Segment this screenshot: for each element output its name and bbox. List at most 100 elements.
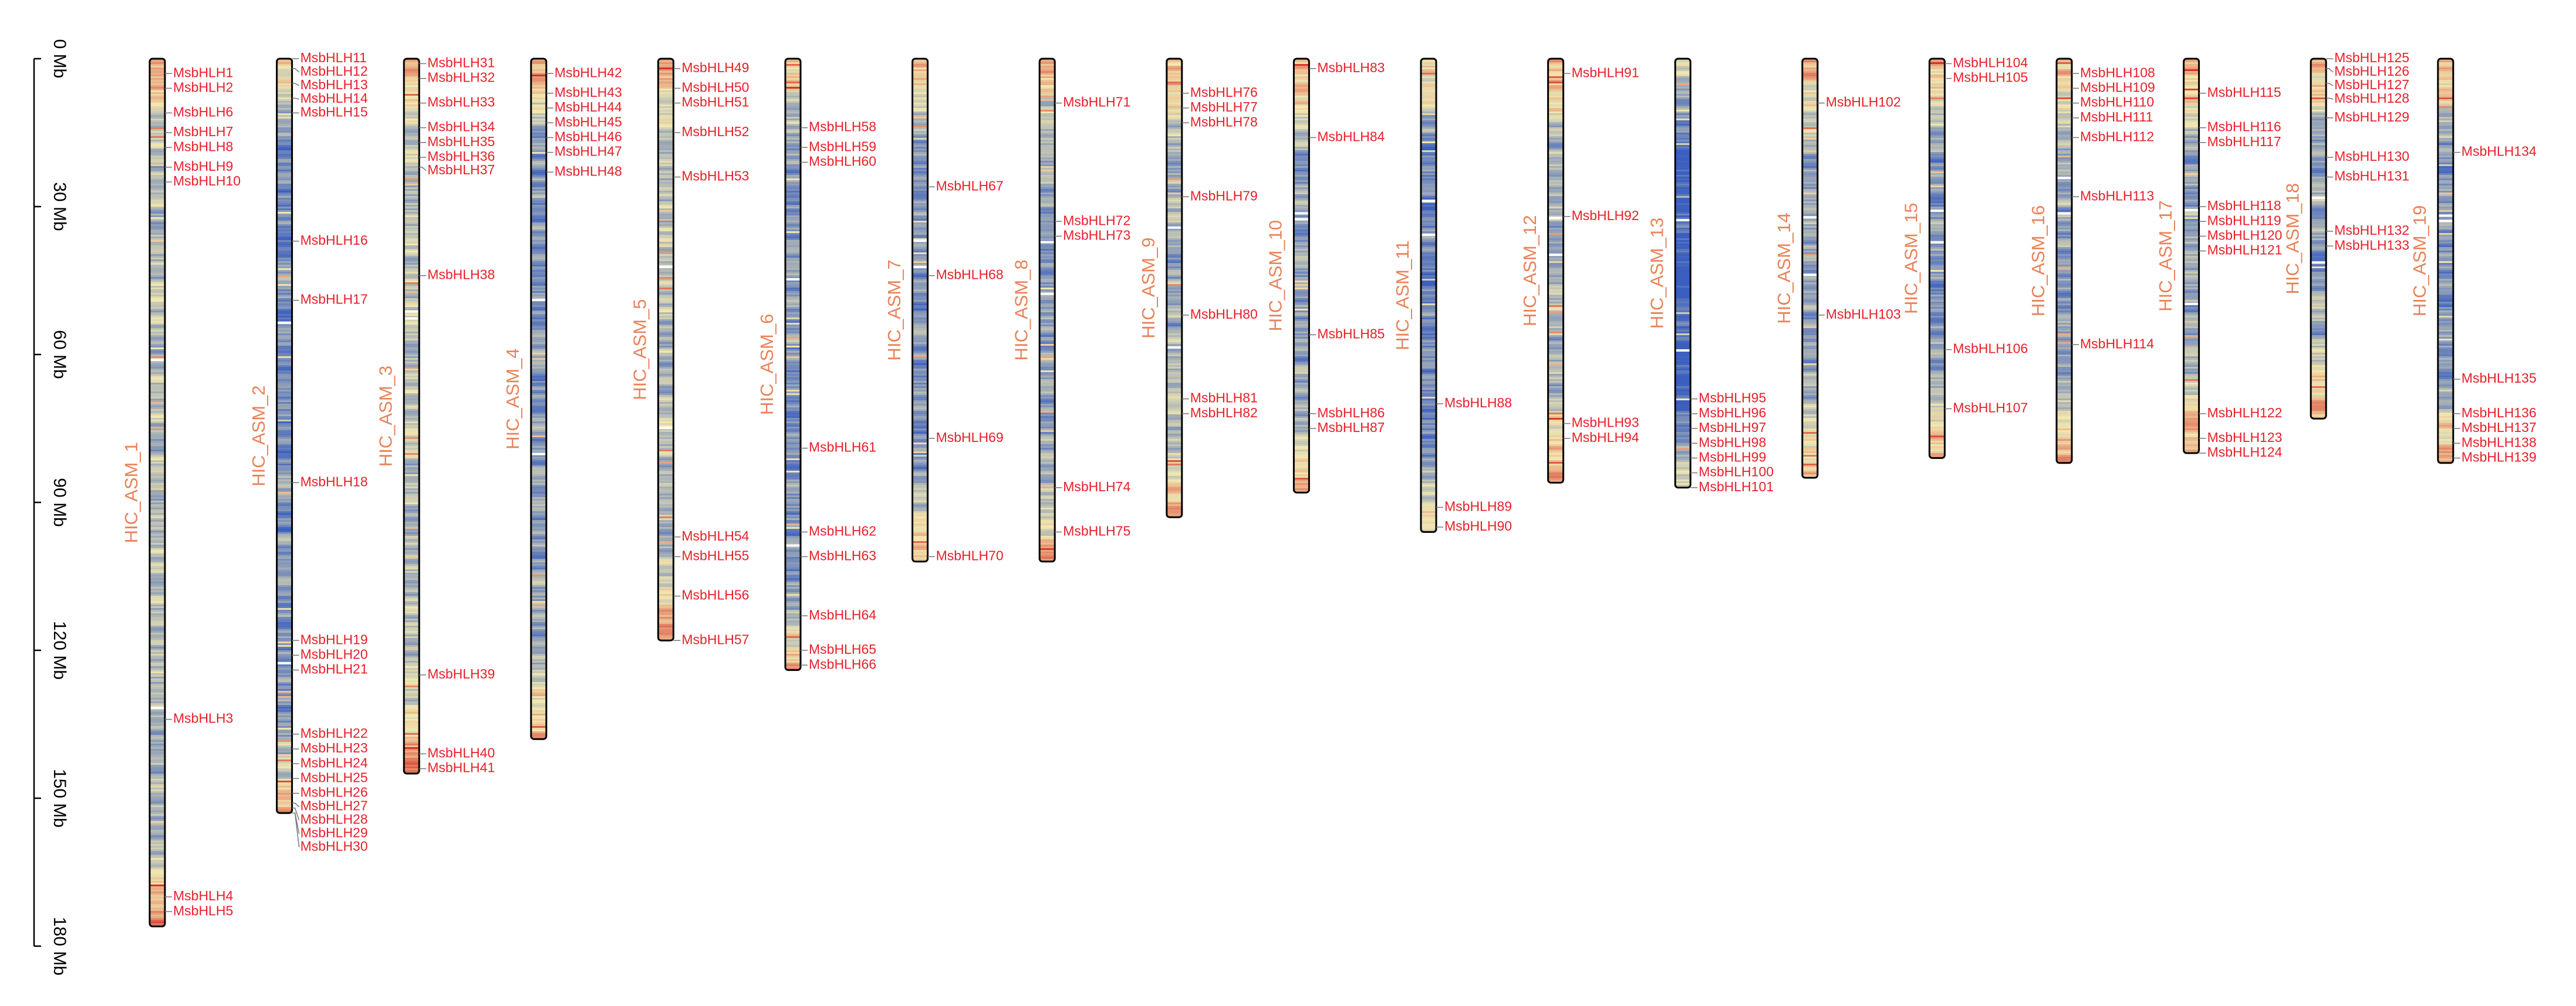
chromosome-label: HIC_ASM_10: [1265, 220, 1286, 332]
gene-label: MsbHLH89: [1444, 498, 1512, 514]
density-gap: [1548, 254, 1564, 256]
density-gap: [1675, 349, 1690, 352]
gene-label: MsbHLH21: [301, 661, 368, 677]
chromosome-group: HIC_ASM_1MsbHLH1MsbHLH2MsbHLH6MsbHLH7Msb…: [121, 50, 2537, 926]
gene-label: MsbHLH31: [427, 55, 495, 70]
density-gap: [785, 278, 801, 281]
gene-label: MsbHLH78: [1190, 114, 1258, 129]
gene-label: MsbHLH39: [427, 666, 495, 681]
gene-label: MsbHLH43: [555, 85, 622, 100]
gene-label: MsbHLH16: [301, 232, 368, 248]
chromosome-13: HIC_ASM_13MsbHLH95MsbHLH96MsbHLH97MsbHLH…: [1646, 59, 1774, 494]
chromosome-1: HIC_ASM_1MsbHLH1MsbHLH2MsbHLH6MsbHLH7Msb…: [121, 59, 241, 926]
gene-label: MsbHLH33: [427, 94, 495, 110]
density-gap: [277, 662, 292, 664]
density-gap: [1421, 200, 1436, 202]
density-gap: [1421, 234, 1436, 236]
gene-label: MsbHLH96: [1699, 405, 1766, 420]
gene-label: MsbHLH68: [936, 267, 1004, 282]
chromosome-12: HIC_ASM_12MsbHLH91MsbHLH92MsbHLH93MsbHLH…: [1520, 59, 1639, 482]
gene-label: MsbHLH19: [301, 632, 368, 647]
gene-label: MsbHLH60: [809, 153, 876, 168]
density-gap: [1548, 217, 1564, 219]
axis-tick-label: 0 Mb: [50, 39, 69, 79]
chromosome-5: HIC_ASM_5MsbHLH49MsbHLH50MsbHLH51MsbHLH5…: [630, 59, 749, 647]
gene-label: MsbHLH35: [427, 134, 495, 149]
gene-label: MsbHLH69: [936, 430, 1004, 445]
gene-label: MsbHLH48: [555, 163, 622, 178]
gene-connector: [292, 98, 299, 99]
gene-label: MsbHLH10: [173, 173, 241, 188]
gene-label: MsbHLH97: [1699, 420, 1766, 435]
density-gap: [1675, 219, 1690, 221]
gene-label: MsbHLH71: [1063, 94, 1130, 110]
chromosome-label: HIC_ASM_4: [502, 348, 523, 449]
gene-label: MsbHLH87: [1317, 420, 1385, 435]
gene-label: MsbHLH101: [1699, 479, 1774, 494]
density-gap: [1167, 346, 1182, 349]
gene-label: MsbHLH82: [1190, 405, 1258, 420]
chromosome-4: HIC_ASM_4MsbHLH42MsbHLH43MsbHLH44MsbHLH4…: [502, 59, 622, 739]
density-gap: [150, 707, 165, 709]
gene-label: MsbHLH41: [427, 760, 495, 775]
chromosome-8: HIC_ASM_8MsbHLH71MsbHLH72MsbHLH73MsbHLH7…: [1011, 59, 1130, 562]
gene-label: MsbHLH50: [681, 79, 749, 94]
gene-label: MsbHLH80: [1190, 306, 1258, 322]
gene-label: MsbHLH93: [1572, 415, 1639, 430]
gene-label: MsbHLH105: [1953, 70, 2028, 85]
chromosome-label: HIC_ASM_2: [248, 385, 269, 486]
density-gap: [150, 359, 165, 361]
gene-label: MsbHLH34: [427, 119, 495, 134]
gene-label: MsbHLH76: [1190, 85, 1258, 100]
density-gap: [404, 310, 419, 313]
density-gap: [785, 544, 801, 546]
gene-label: MsbHLH56: [681, 588, 749, 603]
density-gap: [913, 239, 928, 242]
gene-label: MsbHLH65: [809, 642, 876, 657]
chromosome-label: HIC_ASM_6: [757, 314, 777, 415]
gene-connector: [419, 167, 426, 171]
density-gap: [404, 318, 419, 320]
chromosome-label: HIC_ASM_13: [1646, 218, 1667, 329]
gene-label: MsbHLH73: [1063, 227, 1130, 242]
gene-label: MsbHLH99: [1699, 449, 1766, 464]
chromosome-label: HIC_ASM_3: [375, 366, 396, 467]
gene-label: MsbHLH83: [1317, 60, 1385, 75]
gene-label: MsbHLH90: [1444, 518, 1512, 534]
density-gap: [531, 299, 546, 301]
gene-label: MsbHLH57: [681, 632, 749, 647]
chromosome-7: HIC_ASM_7MsbHLH67MsbHLH68MsbHLH69MsbHLH7…: [884, 59, 1004, 563]
gene-label: MsbHLH25: [301, 769, 368, 785]
gene-label: MsbHLH37: [427, 162, 495, 177]
gene-label: MsbHLH45: [555, 114, 622, 129]
axis-tick-label: 60 Mb: [50, 330, 69, 379]
gene-label: MsbHLH40: [427, 745, 495, 760]
chromosome-label: HIC_ASM_8: [1011, 259, 1031, 360]
gene-label: MsbHLH47: [555, 144, 622, 159]
gene-label: MsbHLH77: [1190, 99, 1258, 114]
gene-label: MsbHLH38: [427, 267, 495, 282]
chromosome-6: HIC_ASM_6MsbHLH58MsbHLH59MsbHLH60MsbHLH6…: [757, 59, 876, 671]
gene-label: MsbHLH42: [555, 65, 622, 80]
gene-label: MsbHLH81: [1190, 390, 1258, 406]
gene-label: MsbHLH85: [1317, 326, 1385, 341]
gene-label: MsbHLH70: [936, 548, 1004, 563]
gene-label: MsbHLH61: [809, 440, 876, 455]
gene-connector: [292, 83, 299, 86]
chromosome-10: HIC_ASM_10MsbHLH83MsbHLH84MsbHLH85MsbHLH…: [1265, 59, 1385, 492]
gene-label: MsbHLH18: [301, 474, 368, 489]
chromosome-2: HIC_ASM_2MsbHLH11MsbHLH12MsbHLH13MsbHLH1…: [248, 50, 368, 854]
gene-label: MsbHLH20: [301, 646, 368, 661]
gene-label: MsbHLH59: [809, 139, 876, 154]
gene-label: MsbHLH22: [301, 725, 368, 741]
axis-tick-label: 150 Mb: [50, 769, 69, 828]
axis-tick-label: 180 Mb: [50, 917, 69, 975]
axis-tick-label: 120 Mb: [50, 621, 69, 680]
chromosome-label: HIC_ASM_15: [1901, 202, 1922, 314]
density-gap: [1929, 241, 1944, 244]
gene-label: MsbHLH63: [809, 548, 876, 563]
